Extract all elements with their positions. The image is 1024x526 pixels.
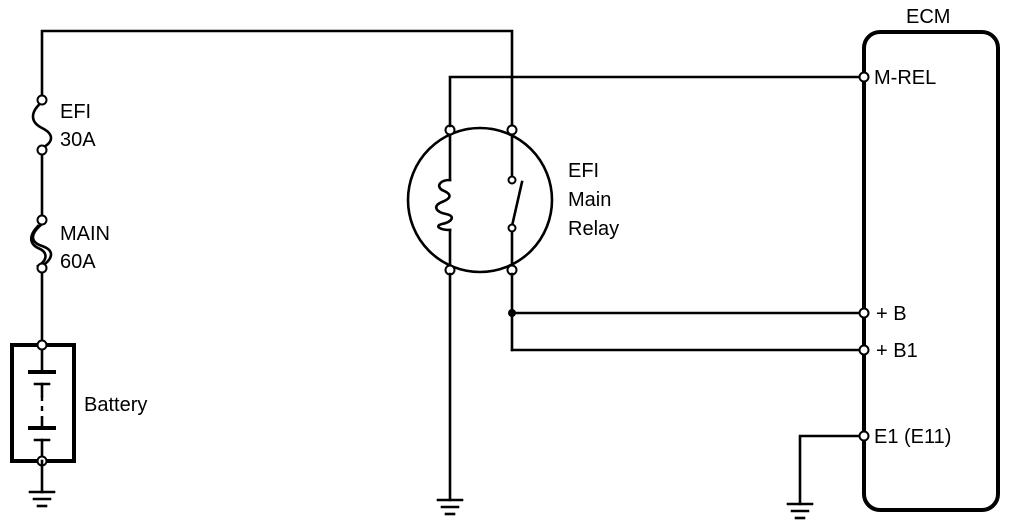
- relay-label-line1: EFI: [568, 160, 599, 182]
- relay-label-line2: Main: [568, 189, 611, 211]
- pin-b1-label: + B1: [876, 340, 918, 362]
- junction-dot: [508, 309, 516, 317]
- e1-wire: [798, 434, 866, 506]
- mrel-wire: [448, 75, 866, 128]
- pin-mrel: [858, 71, 870, 83]
- battery-symbol: [10, 339, 76, 467]
- battery-label: Battery: [84, 394, 147, 416]
- pin-e1-label: E1 (E11): [874, 426, 951, 448]
- efi-fuse-rating: 30A: [60, 129, 96, 151]
- ecm-ground-icon: [786, 502, 814, 520]
- relay-ground-icon: [436, 272, 464, 516]
- pin-b1: [858, 344, 870, 356]
- efi-main-relay: [406, 124, 554, 276]
- ecm-title: ECM: [906, 6, 950, 28]
- main-fusible-link: [29, 214, 53, 274]
- main-fuse-rating: 60A: [60, 251, 96, 273]
- pin-mrel-label: M-REL: [874, 67, 936, 89]
- pin-b: [858, 307, 870, 319]
- pin-e1: [858, 430, 870, 442]
- efi-fuse-name: EFI: [60, 101, 91, 123]
- efi-fuse: [31, 94, 53, 156]
- top-supply-wire: [40, 29, 514, 132]
- main-fuse-name: MAIN: [60, 223, 110, 245]
- relay-label-line3: Relay: [568, 218, 619, 240]
- battery-ground-icon: [28, 459, 56, 508]
- ecm-box: [862, 30, 1000, 512]
- pin-b-label: + B: [876, 303, 907, 325]
